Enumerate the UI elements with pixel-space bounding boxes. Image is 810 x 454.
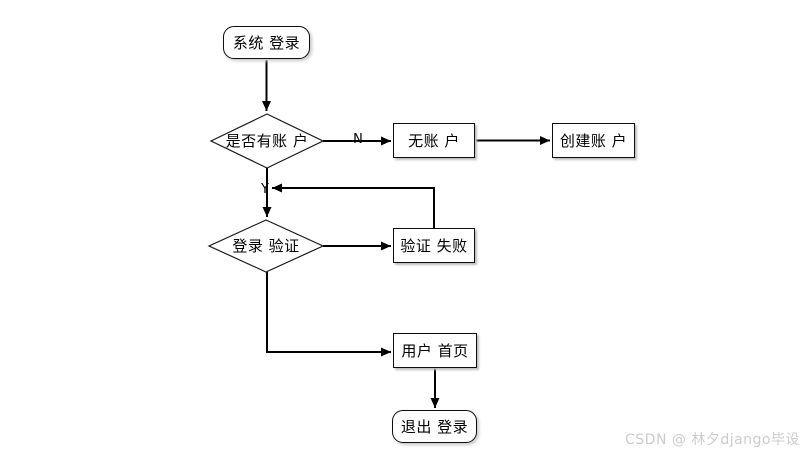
node-no-account-label: 无账 户 [408, 132, 460, 150]
node-start-label: 系统 登录 [232, 34, 301, 52]
node-verify-fail: 验证 失败 [393, 228, 475, 263]
node-user-home-label: 用户 首页 [401, 342, 469, 360]
node-no-account: 无账 户 [393, 123, 475, 158]
edge-label-no: N [353, 132, 363, 147]
csdn-watermark: CSDN @ 林夕django毕设 [625, 432, 800, 448]
edge-login-verify-to-user-home [266, 272, 391, 357]
node-verify-fail-label: 验证 失败 [400, 237, 468, 255]
edge-label-yes: Y [261, 182, 269, 197]
node-create-account-label: 创建账 户 [559, 132, 628, 150]
node-create-account: 创建账 户 [552, 123, 635, 158]
node-logout-label: 退出 登录 [400, 418, 469, 436]
node-start: 系统 登录 [223, 26, 310, 59]
node-has-account-label: 是否有账 户 [225, 132, 309, 150]
edge-verify-fail-loop-back [272, 183, 435, 228]
node-user-home: 用户 首页 [393, 333, 477, 368]
node-logout: 退出 登录 [392, 410, 477, 443]
node-login-verify-label: 登录 验证 [232, 237, 300, 255]
